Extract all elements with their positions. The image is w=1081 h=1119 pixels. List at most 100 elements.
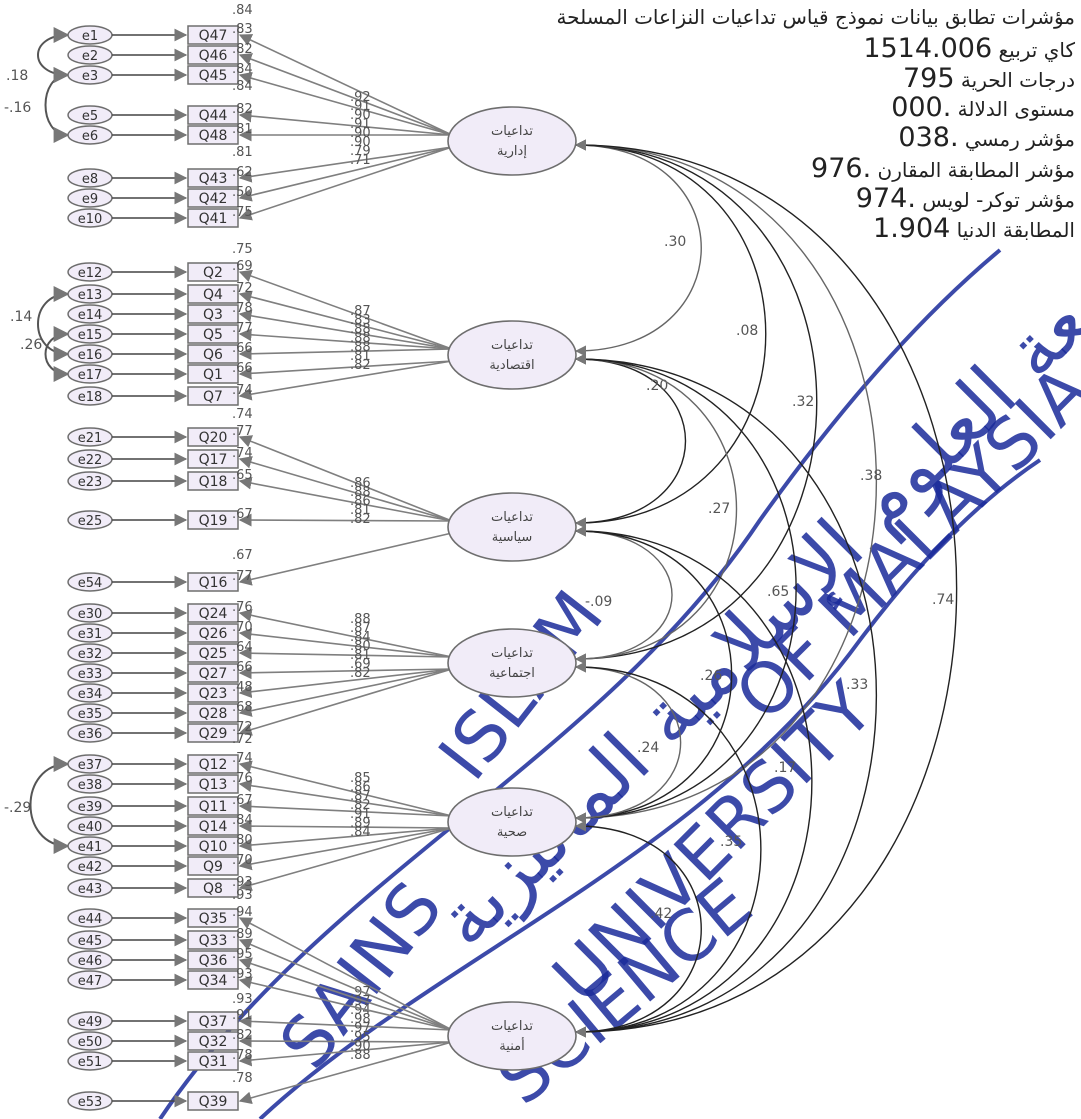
correlation-arc (574, 353, 687, 529)
indicator-label: Q12 (199, 757, 228, 773)
loading-arrow (238, 53, 453, 136)
indicator-box (187, 208, 239, 228)
squared-correlation-label: .67 (232, 548, 253, 563)
loading-arrow (238, 609, 453, 658)
error-term-label: e36 (78, 727, 103, 742)
factor-loadings: .92.91.90.91.90.90.79.71.87.83.88.88.88.… (238, 34, 453, 1105)
loading-label: .97 (350, 1021, 371, 1036)
squared-correlation-label: .95 (232, 947, 253, 962)
indicator-label: Q6 (203, 347, 223, 363)
fit-index-row: كاي تربيع 1514.006 (863, 35, 1076, 63)
loading-arrow (238, 435, 453, 522)
loading-label: .86 (350, 476, 371, 491)
squared-correlation-label: .62 (232, 165, 253, 180)
error-term-label: e17 (78, 368, 103, 383)
indicator-box (187, 774, 239, 794)
indicator-label: Q42 (199, 191, 228, 207)
error-term-label: e30 (78, 607, 103, 622)
fit-index-label: كاي تربيع (992, 38, 1076, 62)
indicator-label: Q39 (199, 1094, 228, 1110)
indicator-box (187, 603, 239, 623)
latent-factor-label: تداعيات (491, 646, 533, 661)
latent-factor-ellipse (447, 628, 577, 698)
indicator-box (187, 25, 239, 45)
indicator-label: Q4 (203, 287, 223, 303)
fit-index-label: مؤشر رمسي (958, 127, 1075, 151)
loading-arrow (238, 146, 453, 221)
fit-index-label: المطابقة الدنيا (950, 218, 1075, 242)
error-term-label: e31 (78, 627, 103, 642)
error-covariance-label: .26 (20, 337, 42, 353)
error-term-label: e25 (78, 514, 103, 529)
indicator-box (187, 188, 239, 208)
squared-correlation-label: .68 (232, 700, 253, 715)
indicator-box (187, 643, 239, 663)
fit-index-row: مؤشر توكر- لويس .974 (855, 183, 1075, 214)
indicator-box (187, 856, 239, 876)
squared-correlation-label: .74 (232, 446, 253, 461)
latent-factor-ellipse (447, 320, 577, 390)
loading-arrow (238, 1015, 453, 1031)
error-term-label: e23 (78, 475, 103, 490)
loading-arrow (238, 1041, 453, 1067)
loading-label: .82 (350, 798, 371, 813)
loading-label: .86 (350, 494, 371, 509)
indicator-label: Q20 (199, 430, 228, 446)
squared-correlation-label: .77 (232, 569, 253, 584)
indicator-box (187, 754, 239, 774)
error-term-label: e15 (78, 328, 103, 343)
indicator-box (187, 796, 239, 816)
watermark-layer: SAINSISLAMSCIENCEUNIVERSITYOF MALAYSIAجا… (158, 199, 1081, 1119)
fit-index-row: درجات الحرية 795 (903, 65, 1075, 93)
latent-factor-label: اقتصادية (489, 358, 534, 373)
loading-label: .95 (350, 1030, 371, 1045)
indicator-box (187, 449, 239, 469)
latent-factor-label: سياسية (492, 530, 533, 545)
error-term-label: e1 (82, 29, 98, 44)
fit-index-value: .000 (891, 92, 952, 123)
loading-arrow (238, 827, 453, 871)
error-term-label: e42 (78, 860, 103, 875)
error-term-label: e43 (78, 882, 103, 897)
squared-correlation-label: .82 (232, 102, 253, 117)
loading-arrow (238, 309, 453, 350)
loading-arrow (238, 760, 453, 817)
loading-arrow (238, 668, 453, 699)
error-term-label: e40 (78, 820, 103, 835)
correlation-label: .08 (736, 323, 758, 339)
indicator-label: Q41 (199, 211, 228, 227)
squared-correlation-label: .76 (232, 771, 253, 786)
latent-factor-label: تداعيات (491, 510, 533, 525)
squared-correlation-label: .67 (232, 507, 253, 522)
fit-index-value: 1.904 (873, 213, 951, 244)
error-term-label: e14 (78, 308, 103, 323)
squared-correlation-label: .72 (232, 281, 253, 296)
loading-label: .80 (350, 639, 371, 654)
loading-arrow (238, 532, 453, 586)
indicator-box (187, 324, 239, 344)
error-covariance-arc (37, 286, 70, 362)
squared-correlation-label: .74 (232, 751, 253, 766)
indicator-label: Q32 (199, 1034, 228, 1050)
loading-arrow (238, 666, 453, 680)
correlation-arc (574, 661, 762, 1038)
correlation-label: .74 (932, 592, 954, 608)
indicator-box (187, 663, 239, 683)
error-term-label: e53 (78, 1095, 103, 1110)
indicator-label: Q8 (203, 881, 223, 897)
latent-factor-label: تداعيات (491, 805, 533, 820)
error-term-label: e21 (78, 431, 103, 446)
indicator-label: Q23 (199, 686, 228, 702)
indicator-box (187, 970, 239, 990)
squared-correlation-label: .91 (232, 1008, 253, 1023)
indicator-box (187, 878, 239, 898)
fit-index-value: .974 (855, 183, 916, 214)
loading-arrow (238, 976, 453, 1031)
loading-label: .88 (350, 1048, 371, 1063)
indicator-box (187, 284, 239, 304)
squared-correlation-label: .66 (232, 660, 253, 675)
loading-arrow (238, 800, 453, 817)
correlation-arc (574, 525, 733, 824)
squared-correlation-label: .66 (232, 361, 253, 376)
